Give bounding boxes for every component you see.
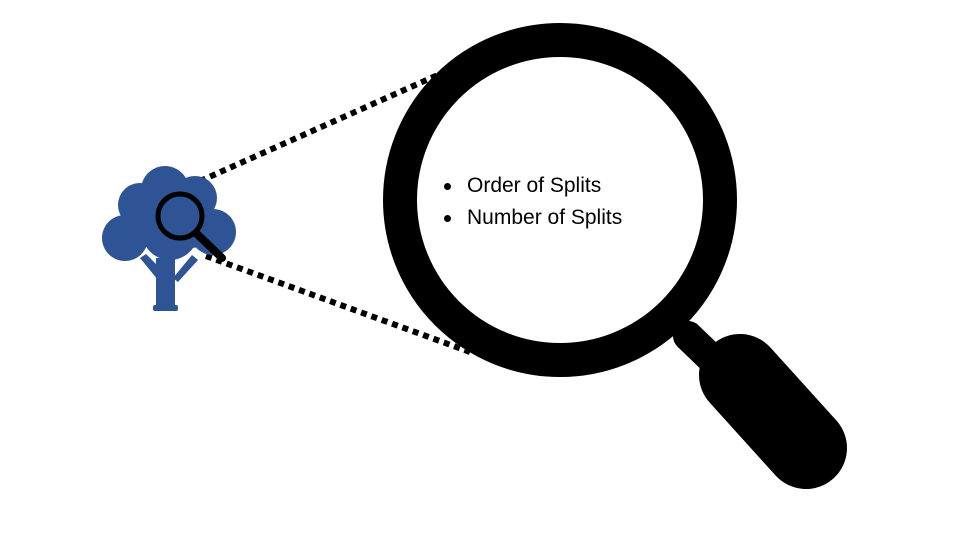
zoom-line-top: [178, 71, 442, 193]
zoom-line-bottom: [204, 253, 472, 355]
bullet-item: Order of Splits: [444, 170, 622, 202]
small-magnifying-glass-icon: [155, 191, 226, 262]
bullet-list: Order of Splits Number of Splits: [444, 170, 622, 234]
bullet-text: Number of Splits: [467, 206, 623, 229]
large-magnifying-glass-icon: [383, 23, 847, 489]
bullet-text: Order of Splits: [467, 174, 602, 197]
bullet-item: Number of Splits: [444, 202, 622, 234]
bullet-dot: [444, 182, 451, 190]
tree-icon: [102, 166, 236, 311]
bullet-dot: [444, 214, 451, 222]
